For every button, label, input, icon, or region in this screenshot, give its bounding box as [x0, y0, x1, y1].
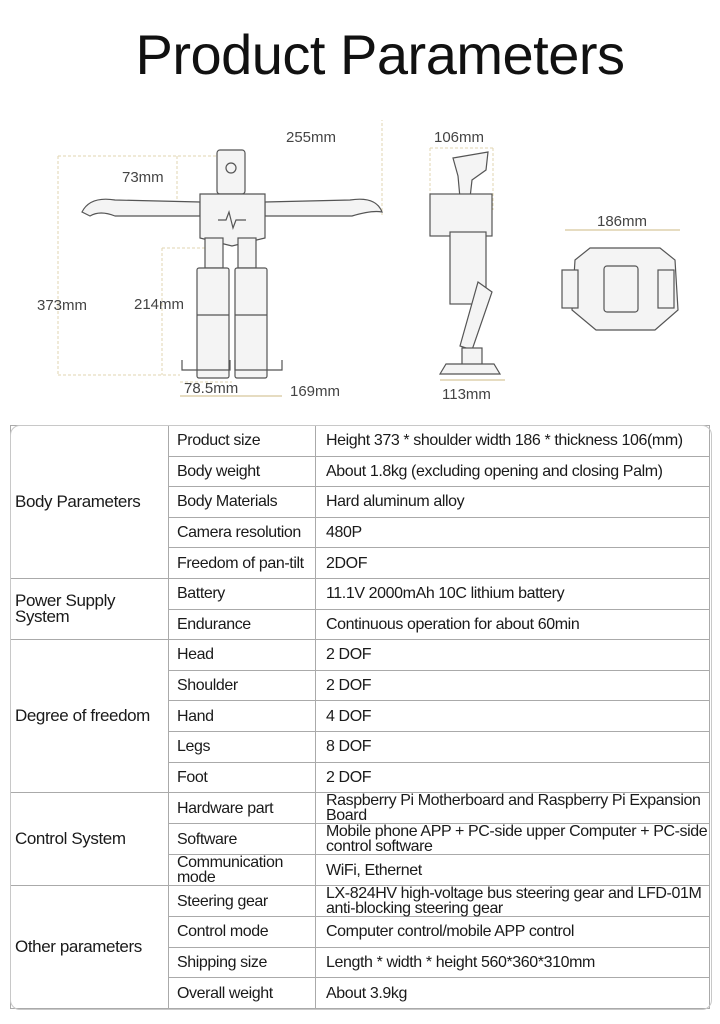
- param-value: 11.1V 2000mAh 10C lithium battery: [315, 577, 710, 610]
- param-label: Overall weight: [168, 977, 316, 1009]
- param-value: Height 373 * shoulder width 186 * thickn…: [315, 425, 710, 457]
- group-label: Body Parameters: [10, 425, 169, 579]
- group-label: Control System: [10, 792, 169, 887]
- robot-side-view: [429, 151, 502, 375]
- param-label: Steering gear: [168, 885, 316, 918]
- param-value: About 1.8kg (excluding opening and closi…: [315, 455, 710, 488]
- param-value: 2DOF: [315, 547, 710, 579]
- param-label: Product size: [168, 425, 316, 457]
- param-value: Computer control/mobile APP control: [315, 916, 710, 948]
- param-label: Hardware part: [168, 792, 316, 825]
- group-label: Degree of freedom: [10, 639, 169, 794]
- param-value: 4 DOF: [315, 700, 710, 732]
- leg-dimension: 214mm: [134, 296, 184, 313]
- param-value: 8 DOF: [315, 730, 710, 763]
- param-value: 2 DOF: [315, 639, 710, 671]
- param-value: Length * width * height 560*360*310mm: [315, 946, 710, 979]
- param-label: Body Materials: [168, 486, 316, 518]
- arm-span-dimension: 255mm: [286, 129, 336, 146]
- param-label: Head: [168, 639, 316, 671]
- height-dimension: 373mm: [37, 297, 87, 314]
- param-label: Battery: [168, 577, 316, 610]
- param-value: About 3.9kg: [315, 977, 710, 1009]
- param-value: WiFi, Ethernet: [315, 854, 710, 887]
- group-label: Other parameters: [10, 885, 169, 1009]
- robot-front-view: [81, 149, 383, 379]
- robot-top-view: [561, 247, 679, 331]
- param-label: Body weight: [168, 455, 316, 488]
- width-dimension: 169mm: [290, 383, 340, 400]
- param-label: Hand: [168, 700, 316, 732]
- param-value: LX-824HV high-voltage bus steering gear …: [315, 885, 710, 918]
- dimension-rulers: [180, 229, 680, 397]
- param-label: Endurance: [168, 608, 316, 641]
- param-label: Control mode: [168, 916, 316, 948]
- param-value: Continuous operation for about 60min: [315, 608, 710, 641]
- param-value: 2 DOF: [315, 669, 710, 702]
- param-label: Communication mode: [168, 854, 316, 887]
- param-label: Freedom of pan-tilt: [168, 547, 316, 579]
- param-label: Foot: [168, 761, 316, 794]
- group-label: Power Supply System: [10, 577, 169, 641]
- param-value: Raspberry Pi Motherboard and Raspberry P…: [315, 792, 710, 825]
- param-value: Mobile phone APP + PC-side upper Compute…: [315, 823, 710, 856]
- param-label: Software: [168, 823, 316, 856]
- param-label: Camera resolution: [168, 516, 316, 549]
- dimension-lines: [57, 120, 494, 383]
- param-label: Shipping size: [168, 946, 316, 979]
- param-value: 480P: [315, 516, 710, 549]
- top-width-dimension: 186mm: [597, 213, 647, 230]
- head-dimension: 73mm: [122, 169, 164, 186]
- param-value: Hard aluminum alloy: [315, 486, 710, 518]
- param-value: 2 DOF: [315, 761, 710, 794]
- robot-dimension-diagram: 255mm 73mm 373mm 214mm 78.5mm 169mm 106m…: [37, 120, 680, 403]
- param-label: Shoulder: [168, 669, 316, 702]
- page-title: Product Parameters: [135, 23, 625, 86]
- foot-dimension: 78.5mm: [184, 380, 238, 397]
- side-top-dimension: 106mm: [434, 129, 484, 146]
- param-label: Legs: [168, 730, 316, 763]
- side-base-dimension: 113mm: [442, 386, 491, 403]
